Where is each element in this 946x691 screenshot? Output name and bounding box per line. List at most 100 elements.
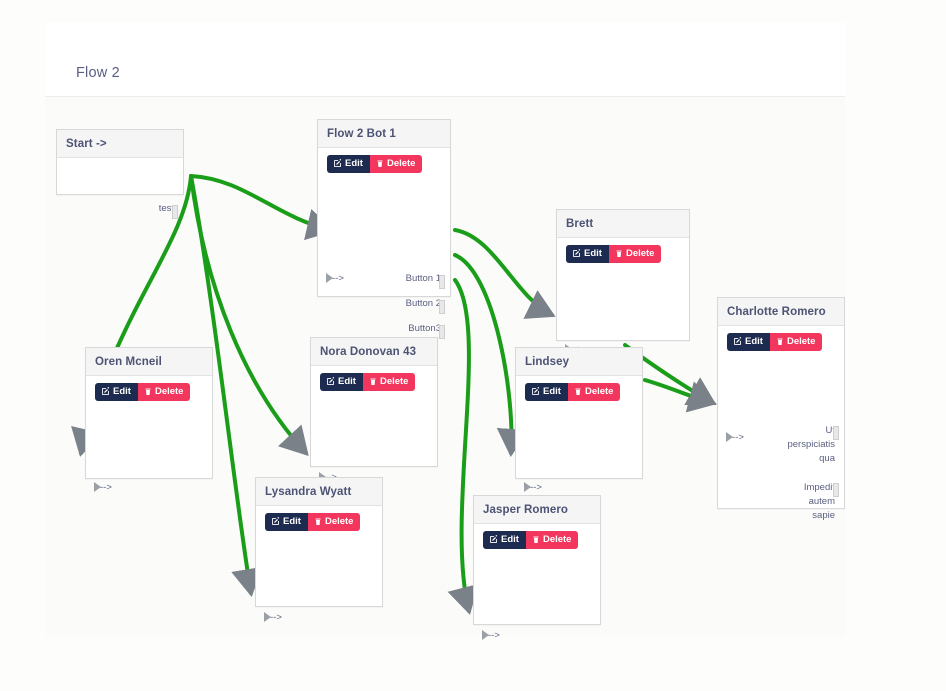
port-handle-icon[interactable] (439, 325, 445, 339)
input-port[interactable]: --> (94, 482, 112, 495)
edit-button-label: Edit (338, 376, 356, 387)
edge-start-test-to-flow2bot1-in[interactable] (189, 174, 335, 241)
input-port[interactable]: --> (524, 482, 542, 495)
edit-pencil-icon (333, 159, 342, 168)
trash-icon (776, 337, 784, 346)
trash-icon (144, 387, 152, 396)
input-port-label: --> (332, 273, 344, 284)
edit-pencil-icon (271, 517, 280, 526)
output-port[interactable]: test (158, 203, 178, 219)
edit-button[interactable]: Edit (327, 155, 370, 173)
port-handle-icon[interactable] (439, 275, 445, 289)
delete-button[interactable]: Delete (525, 531, 579, 549)
port-handle-icon[interactable] (833, 483, 839, 497)
trash-icon (314, 517, 322, 526)
edge-lindsey-out-to-charlotte-in[interactable] (643, 378, 717, 413)
delete-button-label: Delete (584, 386, 614, 397)
edit-button[interactable]: Edit (265, 513, 308, 531)
edit-button[interactable]: Edit (320, 373, 363, 391)
port-handle-icon[interactable] (439, 300, 445, 314)
edge-flow2bot1-button1-to-brett-in[interactable] (453, 228, 556, 319)
delete-button-label: Delete (324, 516, 354, 527)
node-header: Flow 2 Bot 1 (318, 120, 450, 148)
output-port[interactable]: Impedit autem sapie (804, 481, 839, 522)
node-title: Charlotte Romero (727, 305, 826, 318)
flow-title-bar: Flow 2 (45, 22, 845, 97)
edge-flow2bot1-button2-to-lindsey-in[interactable] (453, 253, 529, 457)
delete-button[interactable]: Delete (567, 383, 621, 401)
edit-pencil-icon (326, 377, 335, 386)
edit-pencil-icon (572, 249, 581, 258)
trash-icon (615, 249, 623, 258)
node-title: Oren Mcneil (95, 355, 162, 368)
node-title: Lysandra Wyatt (265, 485, 352, 498)
edit-button-label: Edit (745, 336, 763, 347)
delete-button[interactable]: Delete (769, 333, 823, 351)
delete-button[interactable]: Delete (307, 513, 361, 531)
output-port[interactable]: Ut perspiciatis qua (787, 424, 839, 465)
input-port[interactable]: --> (482, 630, 500, 643)
node-action-row: Edit Delete (516, 376, 642, 401)
edit-button[interactable]: Edit (525, 383, 568, 401)
delete-button[interactable]: Delete (137, 383, 191, 401)
node-title: Lindsey (525, 355, 570, 368)
node-action-row: Edit Delete (474, 524, 600, 549)
node-header: Nora Donovan 43 (311, 338, 437, 366)
input-port-label: --> (530, 482, 542, 493)
input-port[interactable]: --> (726, 432, 744, 445)
port-handle-icon[interactable] (172, 205, 178, 219)
node-action-row: Edit Delete (557, 238, 689, 263)
edit-button[interactable]: Edit (483, 531, 526, 549)
node-header: Brett (557, 210, 689, 238)
delete-button[interactable]: Delete (369, 155, 423, 173)
output-port[interactable]: Button3 (408, 323, 445, 339)
edit-button-label: Edit (501, 534, 519, 545)
trash-icon (369, 377, 377, 386)
node-title: Brett (566, 217, 594, 230)
edit-pencil-icon (733, 337, 742, 346)
node-body: test (57, 158, 183, 219)
edit-button[interactable]: Edit (566, 245, 609, 263)
node-start[interactable]: Start -> test (56, 129, 184, 219)
node-body: Edit Delete --> (516, 376, 642, 493)
node-action-row: Edit Delete (311, 366, 437, 391)
node-body: Edit Delete --> (256, 506, 382, 623)
output-port[interactable]: Button 1 (406, 273, 445, 289)
delete-button[interactable]: Delete (608, 245, 662, 263)
input-port-label: --> (270, 612, 282, 623)
edit-button[interactable]: Edit (727, 333, 770, 351)
output-port-label: test (158, 203, 174, 214)
edit-pencil-icon (531, 387, 540, 396)
edit-button[interactable]: Edit (95, 383, 138, 401)
arrow-right-marker-icon (524, 482, 531, 492)
delete-button-label: Delete (786, 336, 816, 347)
input-port[interactable]: --> (264, 612, 282, 625)
output-port[interactable]: Button 2 (406, 298, 445, 314)
edit-pencil-icon (101, 387, 110, 396)
edge-flow2bot1-button3-to-jasper-in[interactable] (447, 278, 479, 615)
delete-button[interactable]: Delete (362, 373, 416, 391)
edit-button-label: Edit (283, 516, 301, 527)
edit-button-label: Edit (584, 248, 602, 259)
node-header: Start -> (57, 130, 183, 158)
node-title: Nora Donovan 43 (320, 345, 417, 358)
node-title: Flow 2 Bot 1 (327, 127, 396, 140)
port-handle-icon[interactable] (833, 426, 839, 440)
input-port[interactable]: --> (326, 273, 344, 286)
input-port-label: --> (732, 432, 744, 443)
node-action-row: Edit Delete (718, 326, 844, 351)
